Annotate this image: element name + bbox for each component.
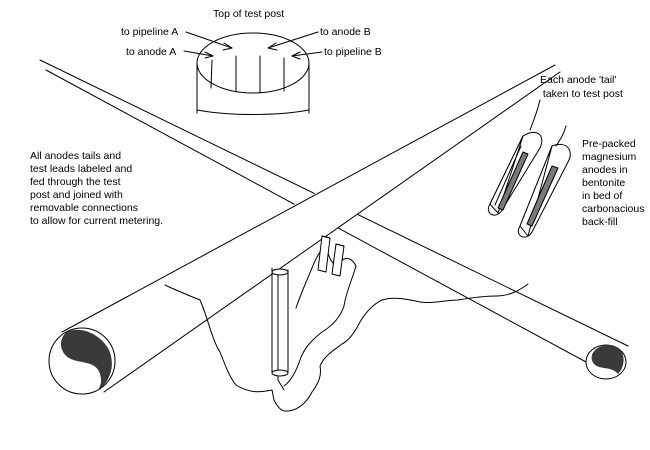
left-note-line: removable connections [30, 202, 138, 214]
excavation-outline [164, 283, 529, 412]
pipeline-b [39, 59, 629, 380]
test-anode-stub [317, 235, 345, 277]
anode-note: Pre-packed magnesium anodes in bentonite… [582, 138, 644, 228]
arrow-to-pipeline-b [291, 51, 323, 57]
left-note-line: post and joined with [30, 189, 123, 201]
anode-note-line: back-fill [582, 216, 618, 228]
label-to-pipeline-a: to pipeline A [121, 26, 178, 38]
anode-note-line: Pre-packed [582, 138, 636, 150]
pipeline-a [48, 64, 561, 395]
anode-note-line: magnesium [582, 151, 637, 163]
anode-right-1-core [497, 151, 529, 211]
anode-note-line: in bed of [582, 190, 622, 202]
trench-outline [283, 245, 357, 387]
left-note-line: test leads labeled and [30, 163, 132, 175]
left-note-line: All anodes tails and [30, 150, 121, 162]
label-to-pipeline-b: to pipeline B [324, 46, 382, 58]
anode-right-2 [518, 125, 571, 238]
arrow-to-pipeline-a [185, 31, 233, 49]
left-note-line: fed through the test [30, 176, 121, 188]
anode-right-1 [488, 99, 543, 216]
left-note: All anodes tails and test leads labeled … [30, 150, 163, 227]
test-post [183, 31, 323, 115]
label-to-anode-b: to anode B [320, 26, 371, 38]
arrow-to-anode-a [183, 50, 214, 57]
anode-tail-note: Each anode 'tail' taken to test post [540, 74, 623, 100]
anode-note-line: carbonacious [582, 203, 644, 215]
pipeline-b-shading [591, 345, 624, 374]
anode-note-line: bentonite [582, 177, 625, 189]
anode-tail-note-line: taken to test post [540, 88, 623, 100]
pipeline-a-shading [60, 329, 112, 393]
anode-note-line: anodes in [582, 164, 628, 176]
test-post-title: Top of test post [213, 8, 284, 20]
label-to-anode-a: to anode A [126, 46, 176, 58]
left-note-line: to allow for current metering. [30, 215, 163, 227]
test-post-lead-1 [210, 59, 213, 89]
arrow-to-anode-b [267, 31, 319, 49]
anode-tail-note-line: Each anode 'tail' [540, 74, 616, 86]
anode-right-2-core [526, 165, 559, 227]
